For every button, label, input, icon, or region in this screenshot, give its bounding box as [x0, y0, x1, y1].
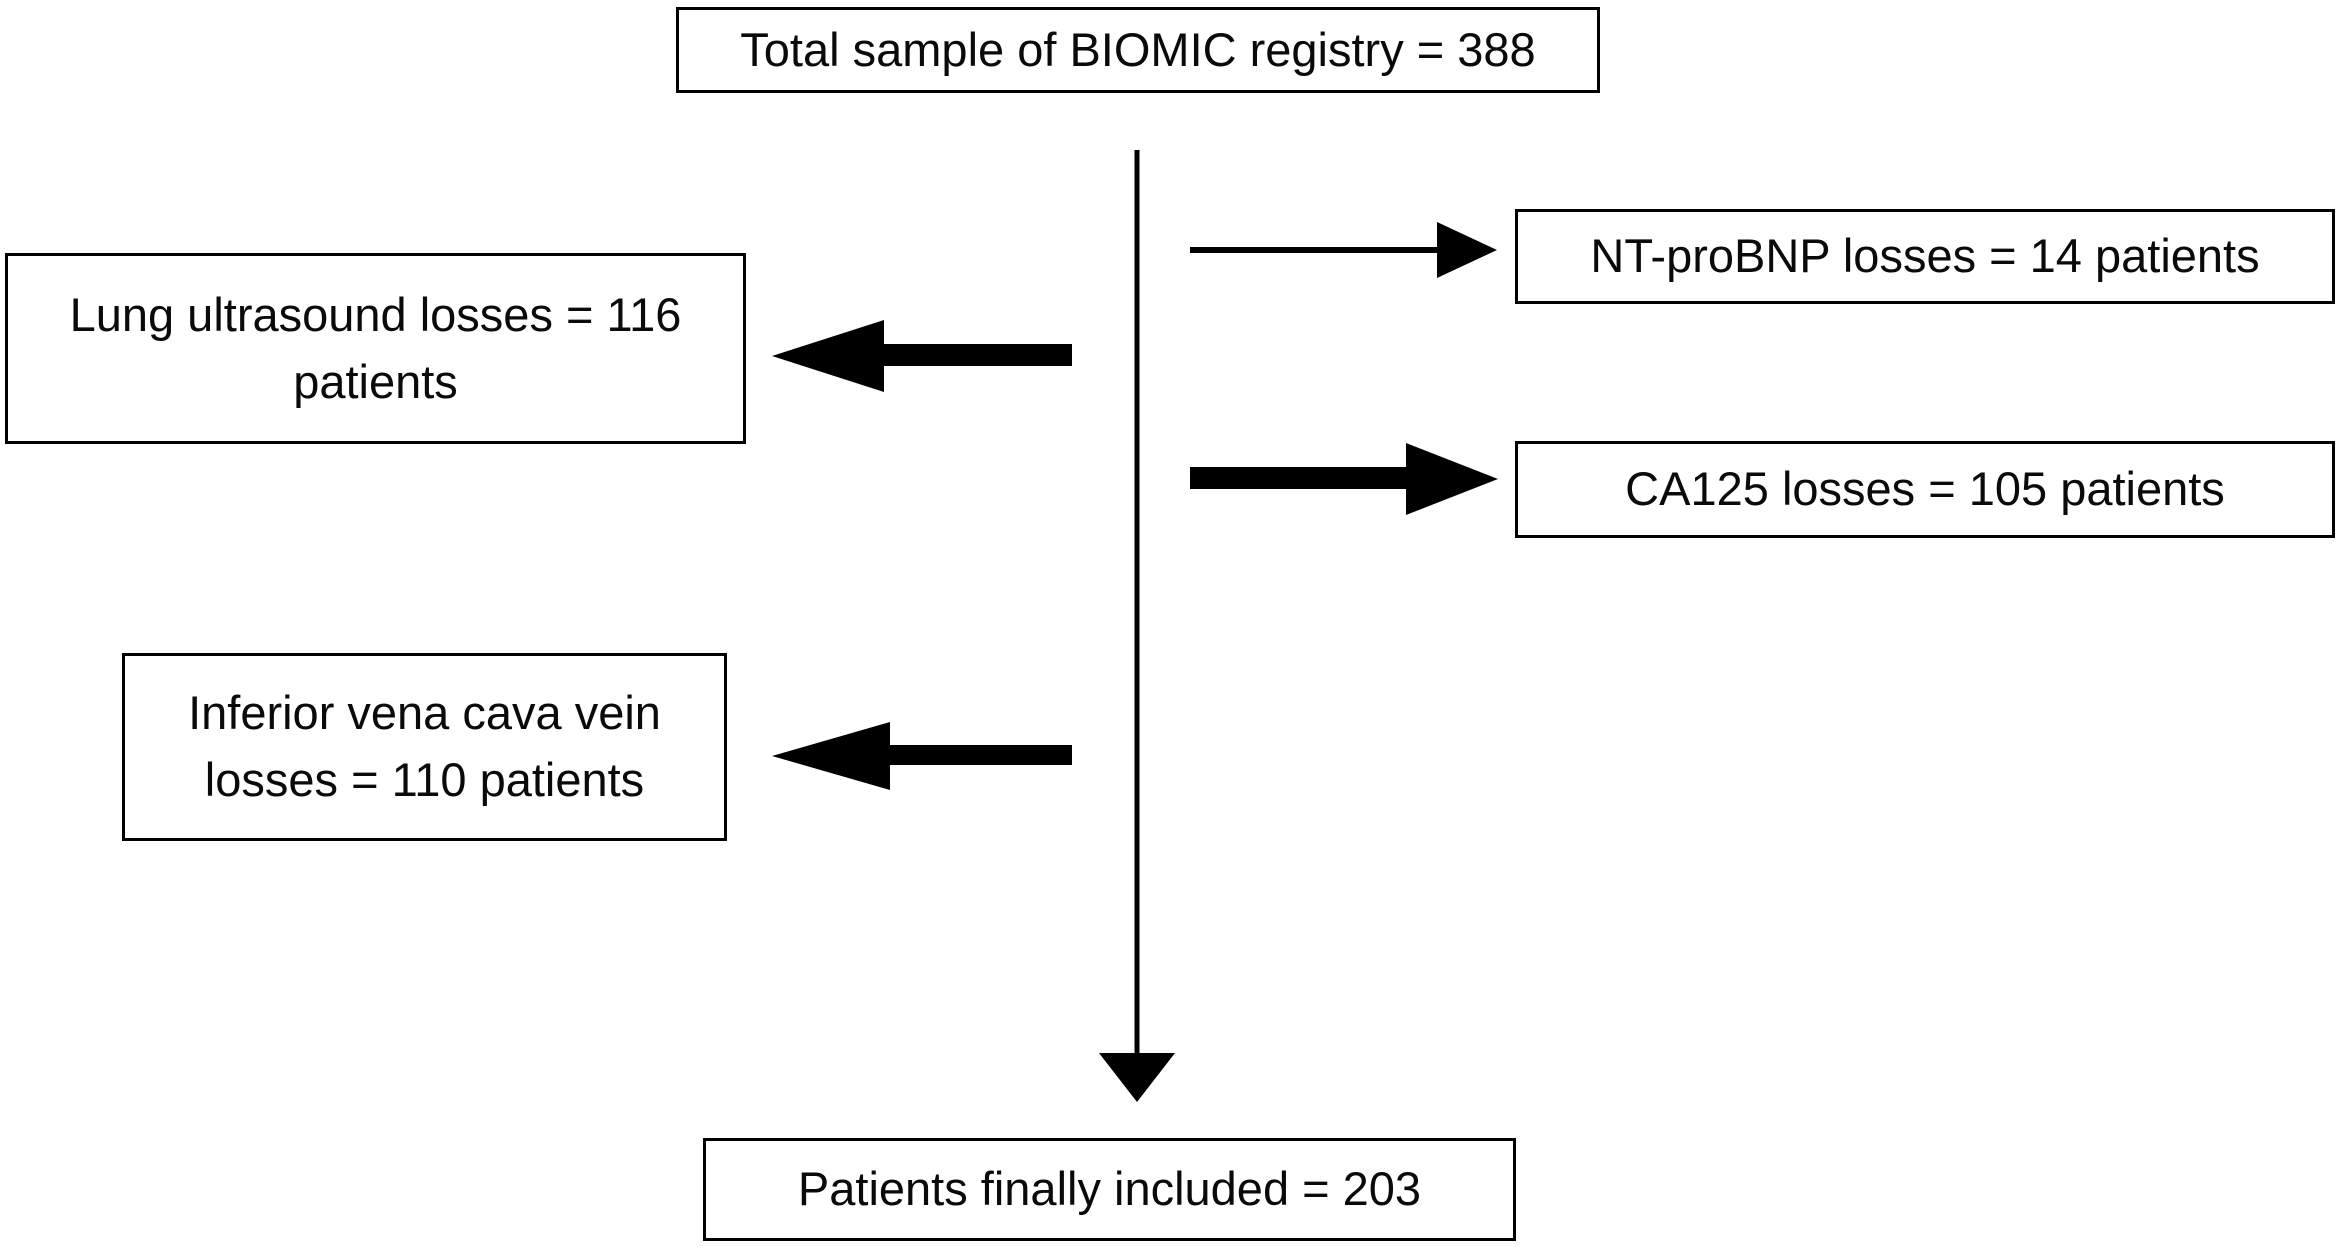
- node-ntprobnp-losses: NT-proBNP losses = 14 patients: [1515, 209, 2335, 304]
- node-lung-ultrasound-losses-label: Lung ultrasound losses = 116 patients: [69, 287, 682, 408]
- spine-arrowhead-down-icon: [1099, 1053, 1175, 1102]
- node-ntprobnp-losses-label: NT-proBNP losses = 14 patients: [1590, 229, 2260, 283]
- ntprobnp-arrowhead-right-icon: [1437, 222, 1497, 278]
- node-inferior-vena-cava-losses: Inferior vena cava vein losses = 110 pat…: [122, 653, 727, 841]
- node-patients-finally-included: Patients finally included = 203: [703, 1138, 1516, 1241]
- connector-to-ntprobnp: [1190, 222, 1497, 278]
- node-total-sample-label: Total sample of BIOMIC registry = 388: [740, 22, 1536, 76]
- node-patients-finally-included-label: Patients finally included = 203: [797, 1162, 1422, 1216]
- connector-to-lung: [772, 320, 1072, 392]
- ca125-arrowhead-right-icon: [1406, 443, 1498, 515]
- node-total-sample: Total sample of BIOMIC registry = 388: [676, 7, 1600, 93]
- ivc-arrowhead-left-icon: [772, 722, 890, 790]
- node-lung-ultrasound-losses: Lung ultrasound losses = 116 patients: [5, 253, 746, 444]
- connector-spine: [1099, 150, 1175, 1102]
- node-ca125-losses: CA125 losses = 105 patients: [1515, 441, 2335, 538]
- lung-arrowhead-left-icon: [772, 320, 884, 392]
- node-inferior-vena-cava-losses-label: Inferior vena cava vein losses = 110 pat…: [188, 686, 661, 806]
- connector-to-ca125: [1190, 443, 1498, 515]
- connector-to-ivc: [772, 722, 1072, 790]
- node-ca125-losses-label: CA125 losses = 105 patients: [1625, 462, 2225, 516]
